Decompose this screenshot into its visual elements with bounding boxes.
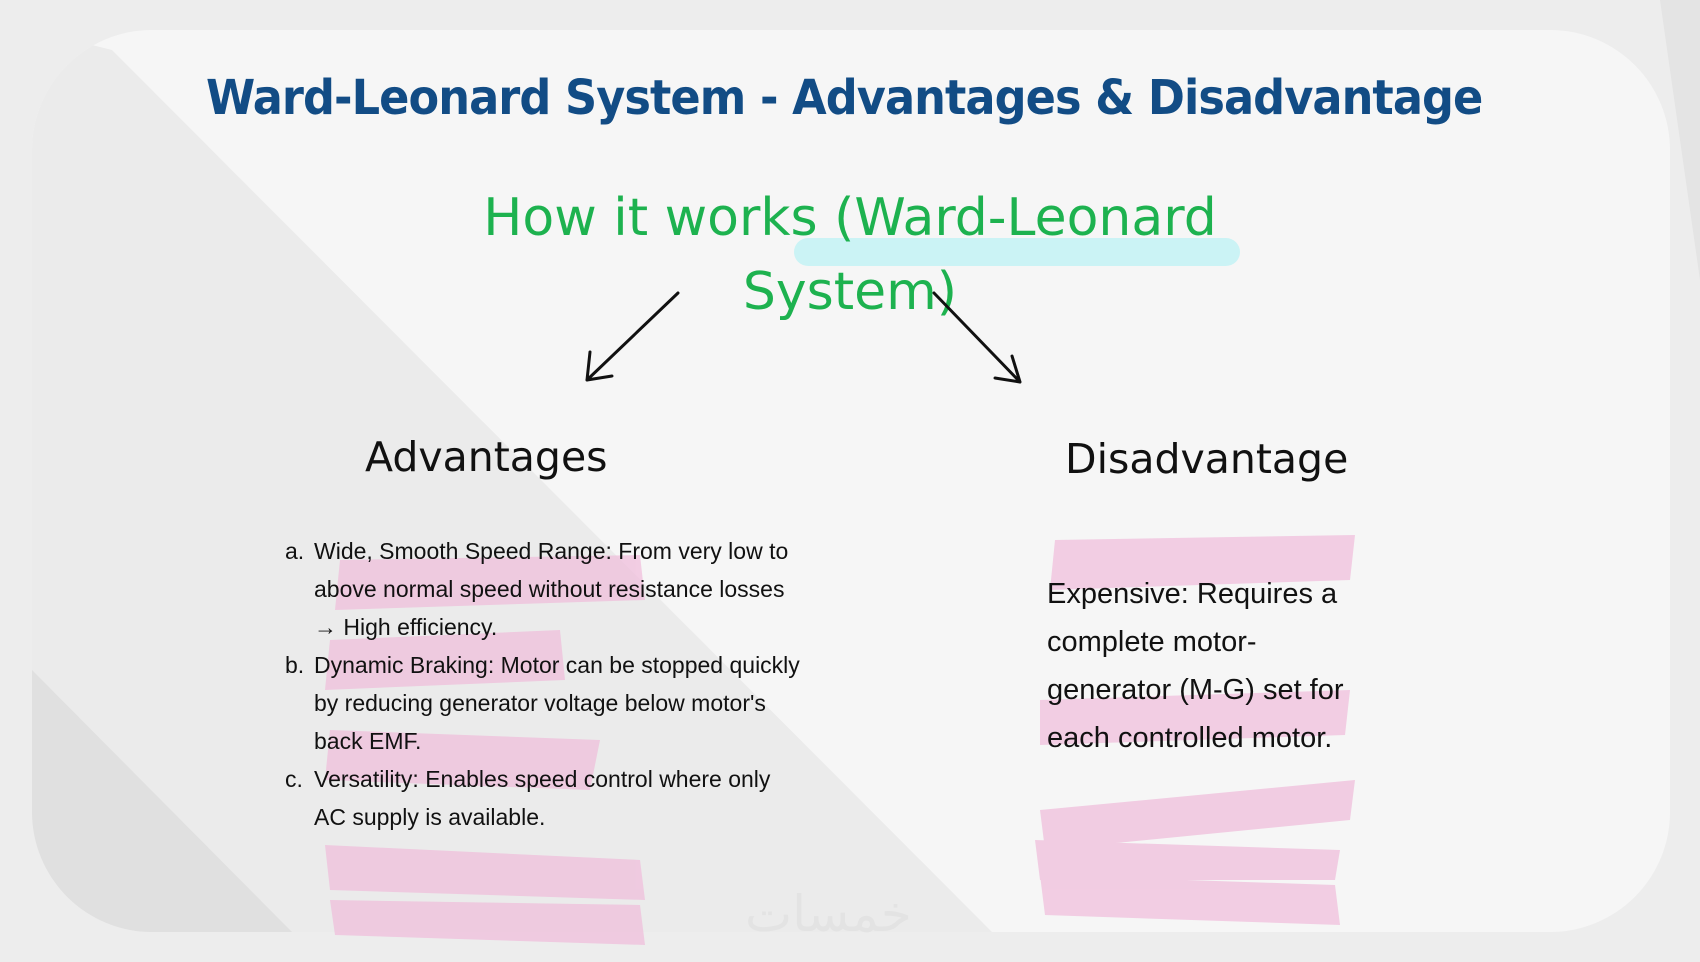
disadvantage-heading: Disadvantage [1065,435,1349,483]
advantages-list: a. Wide, Smooth Speed Range: From very lo… [285,532,805,836]
arrow-left-icon [585,291,680,382]
cyan-highlight [794,238,1240,266]
watermark-logo: خمسات [745,885,912,943]
disadvantage-text: Expensive: Requires a complete motor-gen… [1047,578,1344,754]
list-marker: a. [285,538,305,564]
pink-scribbles [325,535,1355,945]
list-item-text: Wide, Smooth Speed Range: From very low … [314,538,789,640]
list-item: b. Dynamic Braking: Motor can be stopped … [285,646,805,760]
slide-panel [32,30,1670,932]
slide-title: Ward-Leonard System - Advantages & Disad… [206,70,1483,126]
list-marker: c. [285,766,303,792]
subtitle-line2: System) [742,262,958,322]
subtitle-line1: How it works (Ward-Leonard [483,188,1217,248]
arrow-right-icon [932,291,1022,384]
list-marker: b. [285,652,305,678]
list-item: a. Wide, Smooth Speed Range: From very lo… [285,532,805,646]
list-item-text: Dynamic Braking: Motor can be stopped qu… [314,652,800,754]
list-item: c. Versatility: Enables speed control whe… [285,760,805,836]
advantages-heading: Advantages [365,433,608,481]
diagonal-shape [32,30,992,932]
list-item-text: Versatility: Enables speed control where… [314,766,771,830]
